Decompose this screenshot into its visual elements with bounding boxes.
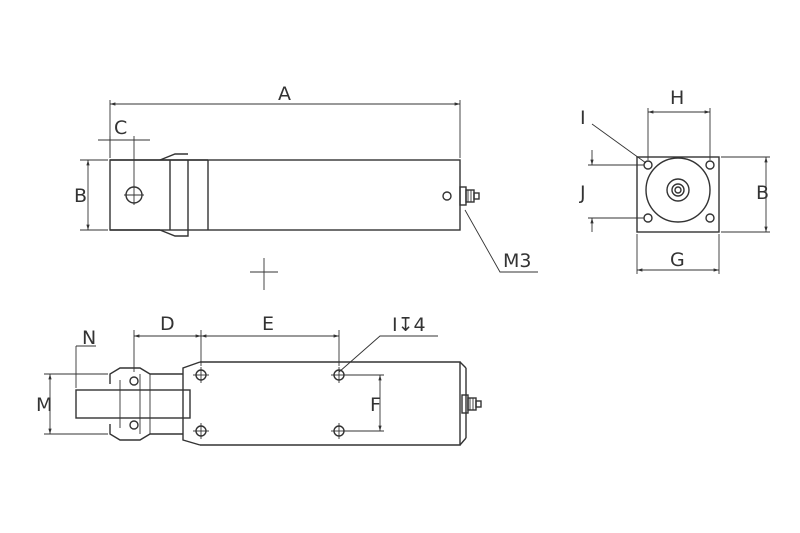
end-view-bolt-hole [705, 213, 715, 223]
dim-label-f: F [370, 394, 381, 416]
dim-label-m: M [36, 394, 52, 416]
end-view-outline [636, 156, 720, 233]
top-view-connector [461, 394, 482, 414]
end-view-bolt-hole [705, 160, 715, 170]
top-view-bolt-hole [331, 367, 347, 383]
dim-label-j: J [579, 182, 586, 204]
dim-label-m3: M3 [503, 250, 531, 272]
side-view-body [109, 159, 461, 231]
dim-label-e: E [262, 313, 274, 335]
side-view-cable-hole [442, 191, 452, 201]
dim-label-g: G [670, 249, 685, 271]
dim-label-a: A [278, 83, 291, 105]
dim-label-b-side: B [74, 185, 87, 207]
top-view [44, 330, 482, 446]
top-view-bolt-hole [193, 423, 209, 439]
top-view-fork-hole [129, 376, 139, 386]
end-view-boss [645, 157, 711, 223]
end-view-bolt-hole [643, 213, 653, 223]
top-view-body [200, 361, 461, 446]
center-cross [250, 258, 278, 290]
top-view-fork-hole [129, 420, 139, 430]
dim-label-n: N [82, 327, 96, 349]
top-view-bolt-hole [331, 423, 347, 439]
dim-label-i: I [580, 107, 586, 129]
dim-label-d: D [160, 313, 175, 335]
dim-label-c: C [114, 117, 127, 139]
side-view [80, 100, 538, 273]
dim-label-b-end: B [756, 182, 769, 204]
dim-label-i4: I↧4 [392, 314, 426, 336]
end-view [588, 108, 770, 274]
dim-label-h: H [670, 87, 684, 109]
top-view-bolt-hole [193, 367, 209, 383]
side-view-connector [459, 186, 480, 206]
